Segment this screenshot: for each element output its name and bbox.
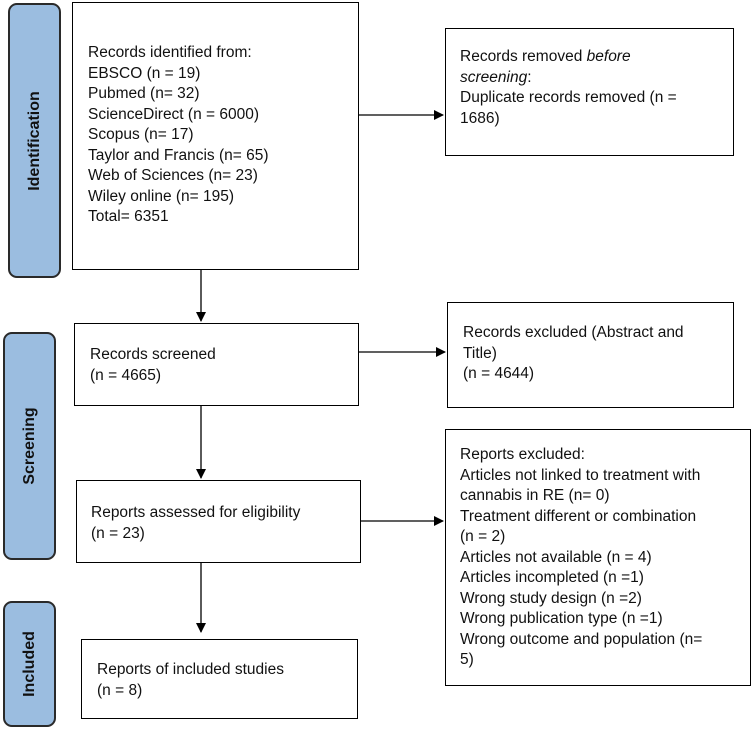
reports-excluded-box: Reports excluded: Articles not linked to… (445, 429, 751, 686)
source-taylor-francis: Taylor and Francis (n= 65) (88, 146, 269, 164)
reports-assessed-box: Reports assessed for eligibility (n = 23… (76, 480, 361, 563)
reports-excluded-reason: Articles incompleted (n =1) (460, 569, 644, 586)
source-sciencedirect: ScienceDirect (n = 6000) (88, 105, 260, 123)
reports-assessed-label: Reports assessed for eligibility (91, 504, 301, 521)
reports-excluded-reason: Articles not linked to treatment with (460, 466, 701, 484)
stage-screening: Screening (3, 332, 56, 560)
records-identified-line: Records identified from: (88, 44, 252, 61)
source-wiley-online: Wiley online (n= 195) (88, 187, 235, 205)
source-ebsco: EBSCO (n = 19) (88, 64, 201, 82)
records-removed-line-1: Records removed before (460, 48, 631, 65)
source-web-of-sciences: Web of Sciences (n= 23) (88, 167, 258, 184)
records-excluded-line-2: Title) (463, 344, 497, 362)
reports-excluded-heading: Reports excluded: (460, 446, 585, 463)
records-excluded-box: Records excluded (Abstract and Title) (n… (447, 302, 734, 408)
reports-excluded-reason: 5) (460, 651, 474, 668)
duplicates-removed-count: 1686) (460, 109, 500, 127)
records-excluded-line-1: Records excluded (Abstract and (463, 324, 684, 341)
records-excluded-count: (n = 4644) (463, 365, 535, 382)
reports-excluded-reason: Treatment different or combination (460, 507, 697, 525)
reports-excluded-reason: Articles not available (n = 4) (460, 548, 652, 566)
reports-excluded-reason: Wrong outcome and population (n= (460, 630, 703, 648)
source-pubmed: Pubmed (n= 32) (88, 85, 200, 102)
records-screened-box: Records screened (n = 4665) (74, 323, 359, 406)
stage-identification: Identification (8, 3, 61, 278)
records-removed-line-2: screening: (460, 68, 532, 86)
reports-included-count: (n = 8) (97, 681, 143, 699)
reports-included-label: Reports of included studies (97, 661, 284, 678)
reports-excluded-reason: cannabis in RE (n= 0) (460, 487, 610, 504)
reports-excluded-reason: (n = 2) (460, 528, 506, 545)
reports-excluded-reason: Wrong study design (n =2) (460, 589, 642, 607)
duplicates-removed-line: Duplicate records removed (n = (460, 89, 677, 106)
records-total: Total= 6351 (88, 208, 169, 225)
reports-assessed-count: (n = 23) (91, 524, 145, 542)
records-screened-label: Records screened (90, 346, 216, 363)
records-identified-box: Records identified from: EBSCO (n = 19) … (72, 2, 359, 270)
reports-excluded-reason: Wrong publication type (n =1) (460, 610, 663, 627)
records-removed-box: Records removed before screening: Duplic… (445, 28, 734, 156)
source-scopus: Scopus (n= 17) (88, 126, 194, 143)
stage-included: Included (3, 601, 56, 727)
records-screened-count: (n = 4665) (90, 366, 162, 384)
reports-included-box: Reports of included studies (n = 8) (81, 639, 358, 719)
